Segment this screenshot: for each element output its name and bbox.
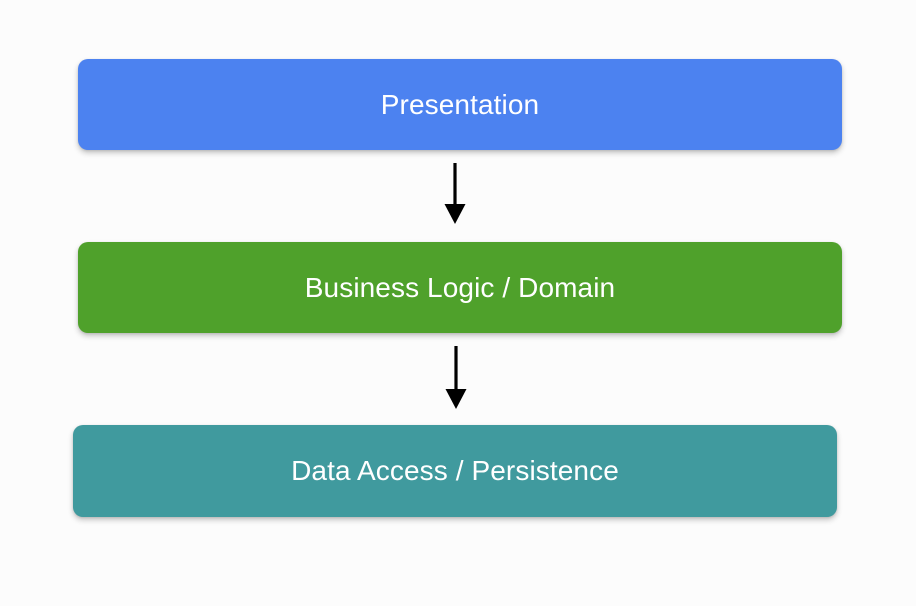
arrow-head xyxy=(444,204,466,224)
layer-box-presentation[interactable]: Presentation xyxy=(78,59,842,150)
layer-label-presentation: Presentation xyxy=(380,88,540,120)
layer-box-business-logic[interactable]: Business Logic / Domain xyxy=(78,242,842,333)
layer-label-business-logic: Business Logic / Domain xyxy=(304,271,616,303)
layer-box-data-access[interactable]: Data Access / Persistence xyxy=(73,425,837,517)
arrow-down-icon-business-logic-to-data-access xyxy=(445,346,467,409)
arrow-down-icon-presentation-to-business-logic xyxy=(444,163,466,224)
arrow-head xyxy=(445,389,467,409)
layer-label-data-access: Data Access / Persistence xyxy=(291,455,619,486)
